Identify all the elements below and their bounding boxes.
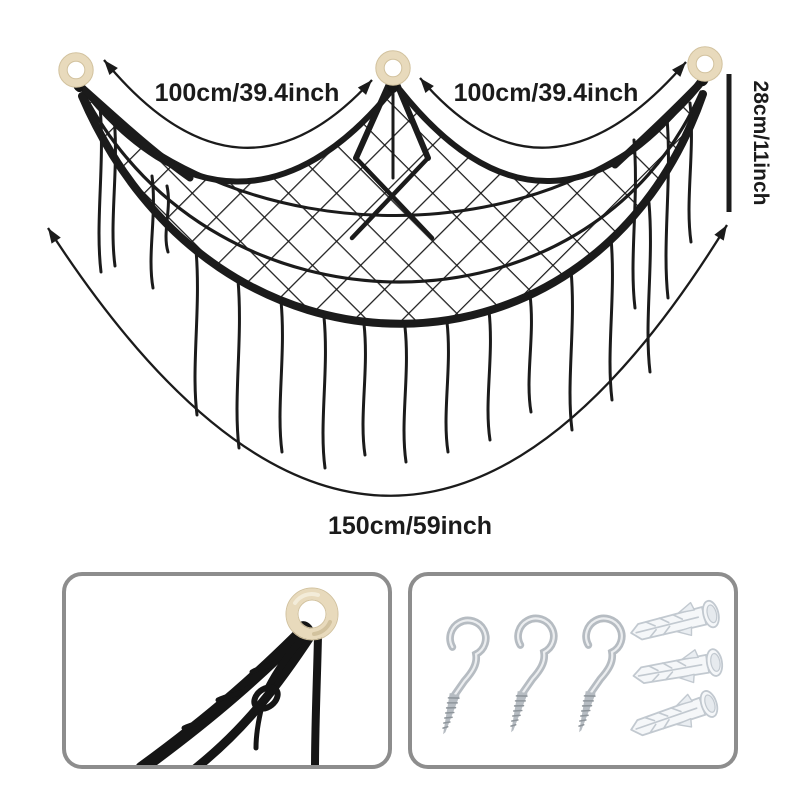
dimension-arc-bottom [47, 224, 728, 497]
ring-closeup-illustration [136, 587, 339, 765]
wall-anchor-icon-2 [630, 644, 726, 694]
detail-panel-ring-closeup [62, 572, 392, 769]
center-rope-cross [349, 81, 435, 241]
net-diagram-svg: 100cm/39.4inch 100cm/39.4inch 28cm/11inc… [47, 46, 772, 540]
dimension-label-height: 28cm/11inch [749, 81, 772, 206]
wall-anchor-icon-1 [626, 595, 723, 651]
cup-hook-icon-2 [493, 614, 558, 736]
wooden-ring-right-icon [687, 46, 723, 82]
cup-hook-icon-3 [561, 614, 626, 736]
dimension-label-top-right: 100cm/39.4inch [454, 79, 639, 107]
dimension-label-top-left: 100cm/39.4inch [155, 79, 340, 107]
dimension-arc-top-left [103, 59, 373, 149]
dimension-label-bottom: 150cm/59inch [328, 512, 492, 540]
detail-panel-hardware [408, 572, 738, 769]
net-illustration [72, 73, 709, 470]
wall-anchor-icon-3 [625, 685, 723, 747]
wooden-ring-closeup-icon [285, 587, 339, 641]
wooden-ring-left-icon [58, 52, 94, 88]
loop-knot [251, 684, 281, 712]
wooden-ring-center-icon [375, 50, 411, 86]
dimension-arc-top-right [419, 61, 687, 149]
rope-bundle [136, 621, 322, 765]
cup-hook-icon-1 [425, 616, 490, 738]
tassels [97, 101, 693, 470]
hooks-anchors-illustration [412, 595, 726, 747]
